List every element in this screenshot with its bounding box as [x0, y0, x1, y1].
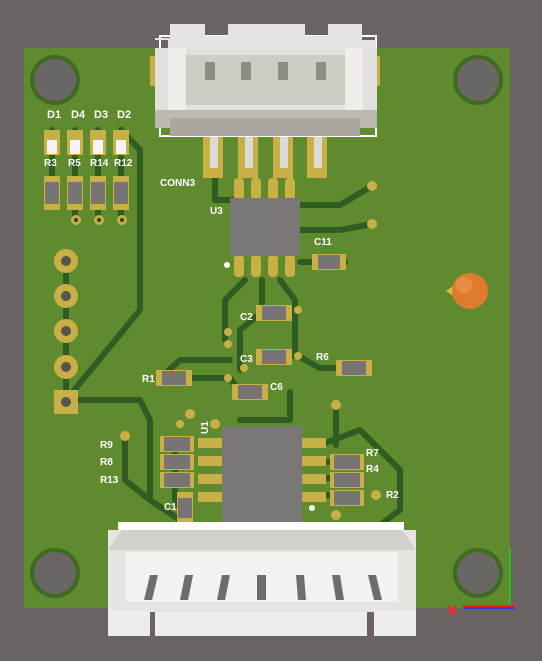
- label-r7: R7: [366, 448, 379, 459]
- mounting-hole-icon: [30, 548, 80, 598]
- bottom-connector: [108, 522, 416, 636]
- u3-ic: [224, 178, 300, 277]
- label-c11: C11: [314, 237, 332, 248]
- label-r13: R13: [100, 475, 119, 486]
- label-r1: R1: [142, 374, 155, 385]
- label-c1: C1: [164, 502, 177, 513]
- label-r5: R5: [68, 158, 81, 169]
- label-r8: R8: [100, 457, 113, 468]
- label-d4: D4: [71, 109, 86, 121]
- mounting-hole-icon: [453, 548, 503, 598]
- label-d3: D3: [94, 109, 108, 121]
- label-r2: R2: [386, 490, 399, 501]
- label-r12: R12: [114, 158, 133, 169]
- u1-ic: [198, 426, 326, 524]
- label-r14: R14: [90, 158, 109, 169]
- led-resistor-array: [44, 130, 129, 225]
- conn3-connector: [155, 24, 377, 137]
- xyz-axis-gizmo-icon[interactable]: [447, 548, 515, 615]
- mounting-hole-icon: [453, 55, 503, 105]
- label-conn3: CONN3: [160, 178, 195, 189]
- label-r9: R9: [100, 440, 113, 451]
- label-u3: U3: [210, 206, 223, 217]
- label-c3: C3: [240, 354, 253, 365]
- mounting-hole-icon: [30, 55, 80, 105]
- vias: [120, 181, 381, 520]
- label-c6: C6: [270, 382, 283, 393]
- label-r3: R3: [44, 158, 57, 169]
- label-r4: R4: [366, 464, 379, 475]
- label-c2: C2: [240, 312, 253, 323]
- label-d1: D1: [47, 109, 61, 121]
- pin-header: [54, 249, 78, 414]
- smd-components: [156, 254, 372, 522]
- label-d2: D2: [117, 109, 131, 121]
- label-r6: R6: [316, 352, 329, 363]
- orange-sphere-marker-icon[interactable]: [446, 273, 488, 309]
- label-u1: U1: [200, 421, 211, 434]
